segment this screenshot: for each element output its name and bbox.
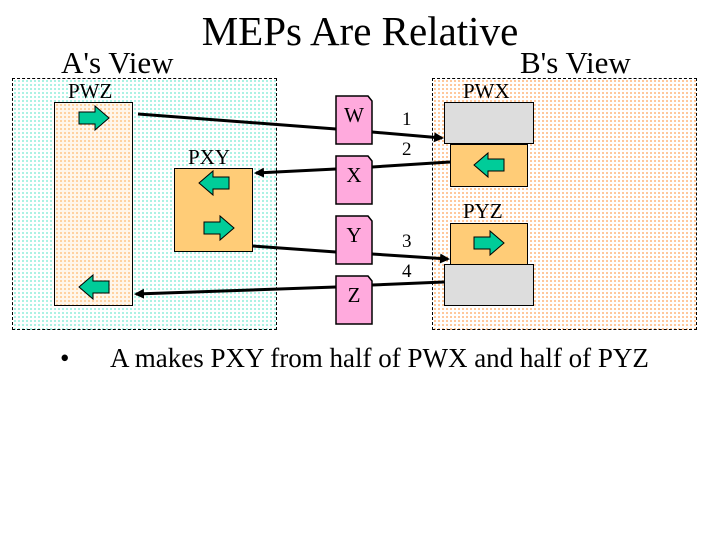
document-icon bbox=[335, 275, 373, 325]
message-x-line-a bbox=[254, 167, 337, 178]
message-z-line-a bbox=[134, 285, 337, 299]
pyz-label: PYZ bbox=[463, 199, 503, 223]
message-x-line-b bbox=[371, 160, 451, 169]
pwz-label: PWZ bbox=[68, 79, 113, 103]
message-y-label: Y bbox=[346, 223, 362, 247]
document-icon bbox=[335, 155, 373, 205]
message-z-line-b bbox=[371, 280, 445, 287]
document-icon bbox=[335, 215, 373, 265]
block-arrow-right-icon bbox=[473, 229, 505, 257]
pxy-label: PXY bbox=[188, 145, 231, 169]
block-arrow-right-icon bbox=[78, 104, 110, 132]
pwx-label: PWX bbox=[463, 79, 510, 103]
message-y-line-b bbox=[371, 252, 450, 264]
message-number-3: 3 bbox=[402, 231, 412, 252]
message-x-label: X bbox=[346, 163, 362, 187]
b-view-label: B's View bbox=[520, 45, 631, 80]
slide-title: MEPs Are Relative bbox=[201, 8, 519, 54]
bullet-text: A makes PXY from half of PWX and half of… bbox=[110, 343, 649, 373]
block-arrow-right-icon bbox=[203, 214, 235, 242]
document-icon bbox=[335, 95, 373, 145]
pwz-box bbox=[54, 102, 133, 306]
message-z-label: Z bbox=[347, 283, 361, 307]
pyz-outgoing-half bbox=[444, 264, 534, 306]
message-w-line-a bbox=[137, 112, 337, 131]
block-arrow-left-icon bbox=[473, 151, 505, 179]
block-arrow-left-icon bbox=[78, 273, 110, 301]
pwx-outgoing-half bbox=[444, 102, 534, 144]
bullet-dot: • bbox=[60, 343, 70, 373]
message-w-line-b bbox=[371, 130, 444, 143]
a-view-label: A's View bbox=[61, 45, 174, 80]
message-number-2: 2 bbox=[402, 139, 412, 160]
message-number-4: 4 bbox=[402, 261, 412, 282]
message-y-line-a bbox=[252, 244, 337, 254]
message-w-label: W bbox=[344, 103, 364, 127]
block-arrow-left-icon bbox=[198, 169, 230, 197]
message-number-1: 1 bbox=[402, 109, 412, 130]
